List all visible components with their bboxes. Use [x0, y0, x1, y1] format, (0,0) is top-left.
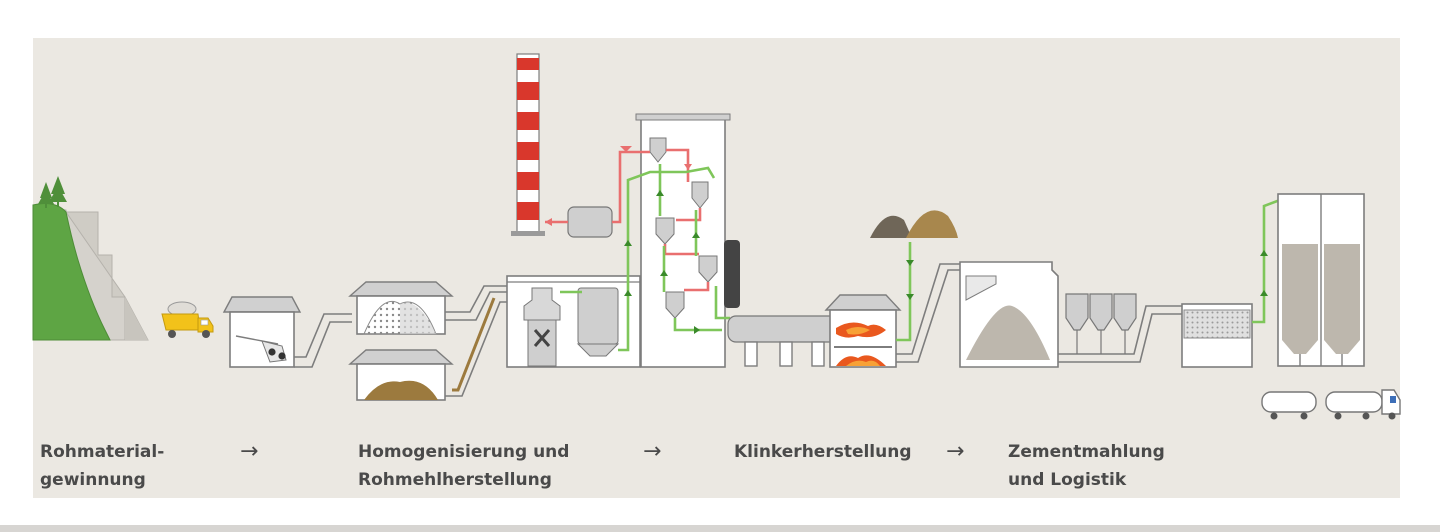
stage-label-homogenisation: Homogenisierung und Rohmehlherstellung: [358, 438, 569, 494]
clinker-conveyor: [896, 263, 960, 363]
stage-label-clinker: Klinkerherstellung: [734, 438, 912, 466]
electrostatic-filter: [567, 206, 613, 238]
raw-material-hall: [348, 281, 454, 335]
clinker-silo-hall: [959, 261, 1059, 368]
stage-label-line: Zementmahlung: [1008, 442, 1165, 462]
crusher-building: [222, 296, 302, 368]
cement-mill: [1181, 303, 1253, 368]
process-arrow-icon: →: [240, 439, 259, 464]
cement-arrow-icons: [1260, 250, 1268, 296]
dump-truck-icon: [161, 301, 214, 338]
process-arrow-icon: →: [946, 439, 965, 464]
stage-label-line: und Logistik: [1008, 470, 1127, 490]
cement-truck-icon: [1325, 389, 1401, 420]
stage-label-line: Klinkerherstellung: [734, 442, 912, 462]
stage-label-line: Rohmaterial-: [40, 442, 165, 462]
additive-feed: [896, 242, 912, 342]
transfer-conveyors: [445, 285, 512, 397]
rotary-kiln: [727, 315, 839, 367]
additive-arrow-icons: [906, 260, 914, 300]
stage-label-line: gewinnung: [40, 470, 146, 490]
process-arrow-icon: →: [643, 439, 662, 464]
stage-label-line: Homogenisierung und: [358, 442, 570, 462]
tree-icon: [38, 176, 67, 208]
conveyor-belt: [294, 313, 352, 368]
bottom-divider: [0, 525, 1440, 532]
rail-wagon-icon: [1261, 391, 1317, 420]
stage-label-raw-material: Rohmaterial- gewinnung: [40, 438, 164, 494]
flow-arrow-icons: [624, 190, 700, 334]
stage-label-line: Rohmehlherstellung: [358, 470, 552, 490]
clinker-cooler-building: [824, 294, 902, 368]
additive-storage-hall: [348, 349, 454, 401]
cement-mill-silos: [1065, 293, 1137, 354]
cement-feed: [1252, 198, 1281, 324]
gypsum-conveyor: [1058, 305, 1184, 363]
additive-piles: [870, 210, 958, 238]
cement-silos: [1277, 193, 1365, 367]
preheater-tower: [635, 113, 740, 368]
stage-label-cement-grinding: Zementmahlung und Logistik: [1008, 438, 1165, 494]
chimney: [511, 53, 545, 236]
cyclone-stages: [649, 137, 718, 319]
raw-mill-building: [506, 275, 641, 368]
quarry-hill: [32, 203, 149, 341]
flame-icon: [836, 322, 886, 366]
exhaust-arrow-icons: [545, 146, 692, 226]
